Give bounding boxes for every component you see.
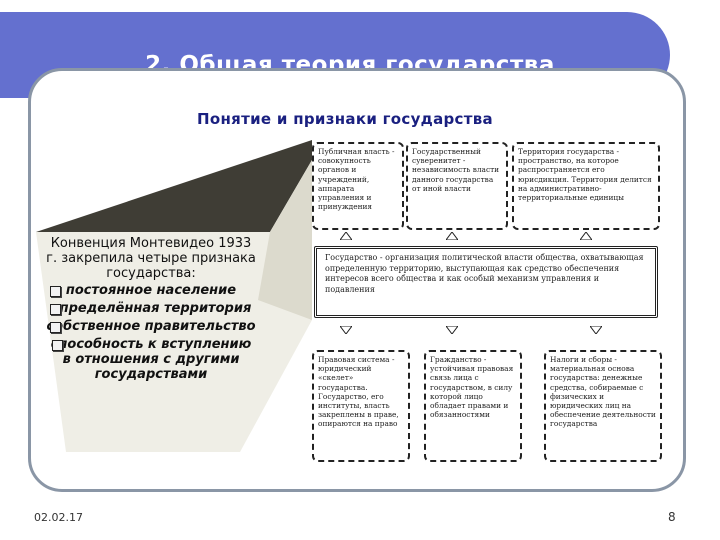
montevideo-panel: Конвенция Монтевидео 1933 г. закрепила ч… — [46, 236, 256, 385]
criterion-text: постоянное население — [65, 283, 237, 298]
funnel-mid-shade — [258, 160, 312, 320]
footer-date: 02.02.17 — [34, 511, 83, 524]
arrow-down-icon — [446, 326, 458, 334]
state-definition-box: Государство - организация политической в… — [314, 246, 658, 318]
feature-box-legal-system: Правовая система - юридический «скелет» … — [312, 350, 410, 462]
criterion-item: способность к вступлению в отношения с д… — [46, 337, 256, 382]
criterion-item: собственное правительство — [46, 319, 256, 334]
state-features-diagram: Публичная власть - совокупность органов … — [300, 128, 672, 474]
funnel-dark-top — [36, 140, 312, 232]
criteria-list: постоянное население определённая террит… — [46, 283, 256, 382]
feature-box-citizenship: Гражданство - устойчивая правовая связь … — [424, 350, 522, 462]
arrow-down-icon — [590, 326, 602, 334]
criterion-text: собственное правительство — [46, 319, 256, 334]
arrow-up-icon — [446, 232, 458, 240]
feature-box-public-power: Публичная власть - совокупность органов … — [312, 142, 404, 230]
bullet-square-icon — [50, 304, 61, 315]
arrow-down-icon — [340, 326, 352, 334]
funnel-light-lower — [36, 160, 312, 452]
bullet-square-icon — [52, 340, 63, 351]
criterion-text: способность к вступлению в отношения с д… — [50, 337, 252, 382]
bullet-square-icon — [50, 286, 61, 297]
criterion-text: определённая территория — [50, 301, 252, 316]
criterion-item: постоянное население — [46, 283, 256, 298]
page-number: 8 — [668, 510, 676, 524]
arrow-up-icon — [340, 232, 352, 240]
feature-box-taxes: Налоги и сборы - материальная основа гос… — [544, 350, 662, 462]
bullet-square-icon — [50, 322, 61, 333]
slide-subtitle: Понятие и признаки государства — [197, 110, 493, 128]
feature-box-sovereignty: Государственный суверенитет - независимо… — [406, 142, 508, 230]
criterion-item: определённая территория — [46, 301, 256, 316]
montevideo-intro: Конвенция Монтевидео 1933 г. закрепила ч… — [46, 236, 256, 281]
arrow-up-icon — [580, 232, 592, 240]
feature-box-territory: Территория государства - пространство, н… — [512, 142, 660, 230]
